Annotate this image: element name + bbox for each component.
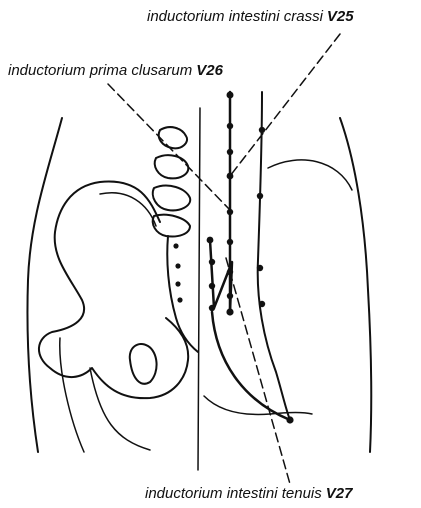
acupoint-dots — [207, 92, 294, 424]
lumbar-vertebra-1 — [159, 127, 187, 148]
sacrum — [167, 236, 198, 352]
meridian-curve — [212, 312, 290, 420]
body-outline-left — [27, 118, 62, 452]
meridian-zigzag — [210, 240, 232, 312]
body-midline — [198, 108, 200, 470]
leader-line-v25 — [230, 34, 340, 176]
gluteal-fold — [204, 396, 312, 414]
lumbar-vertebra-3 — [153, 186, 190, 211]
label-v26-code: V26 — [196, 62, 223, 79]
body-outline-right — [340, 118, 371, 452]
obturator-foramen — [130, 344, 157, 384]
leader-line-v26 — [108, 84, 230, 210]
label-v25-code: V25 — [327, 8, 354, 25]
label-v27-code: V27 — [326, 485, 353, 502]
femur-outline — [60, 338, 84, 452]
buttock-contour — [268, 160, 352, 190]
label-v25-text: inductorium intestini crassi — [147, 8, 323, 25]
sacral-foramina — [173, 243, 182, 302]
hip-line — [90, 368, 150, 450]
label-v26-text: inductorium prima clusarum — [8, 62, 192, 79]
lumbar-vertebra-2 — [155, 155, 189, 178]
meridian-outer-line — [258, 92, 290, 420]
label-v27-text: inductorium intestini tenuis — [145, 485, 322, 502]
